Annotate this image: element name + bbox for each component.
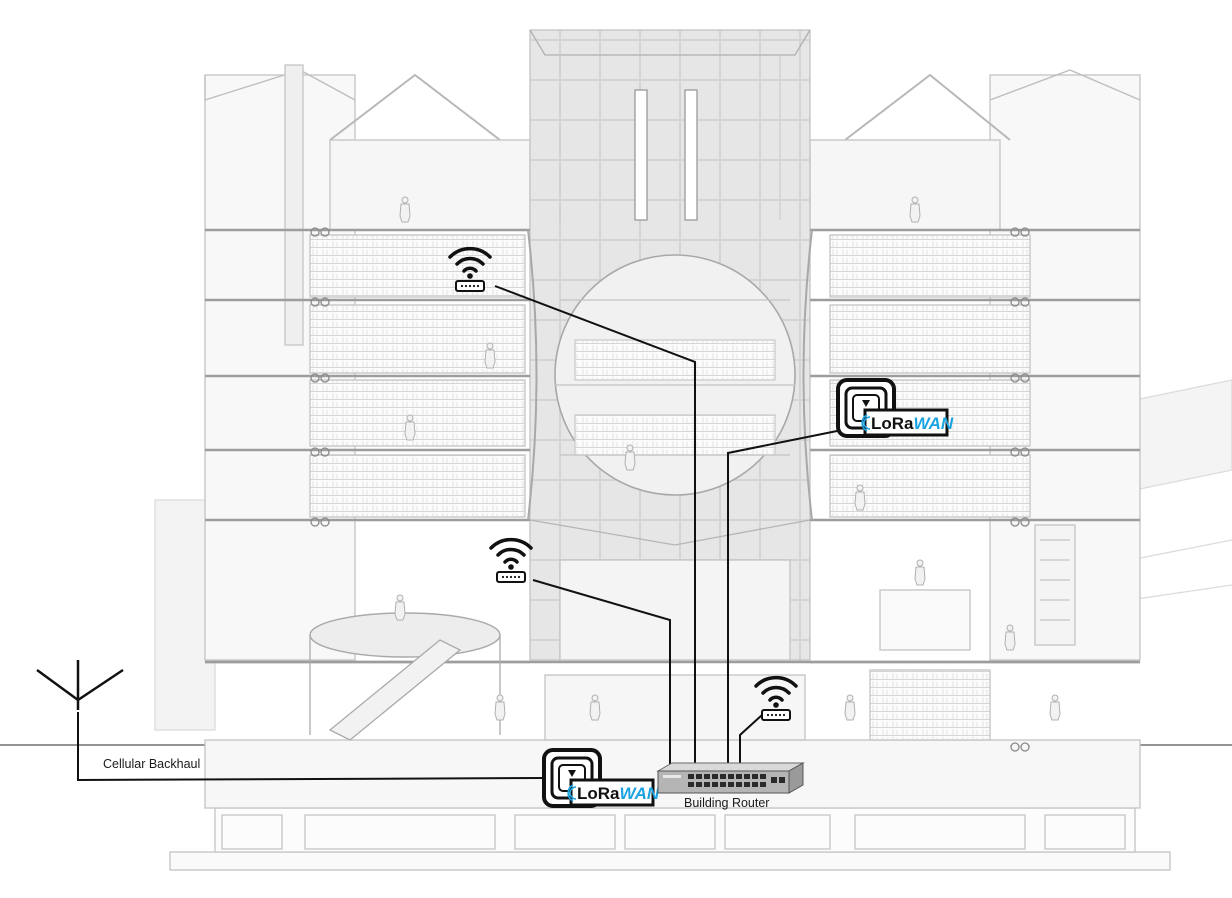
- network-switch-icon[interactable]: [656, 762, 805, 794]
- link-cellular-backhaul: [77, 712, 546, 782]
- link-wifi-mid-to-router: [532, 579, 671, 768]
- wifi-router-icon[interactable]: [489, 537, 533, 583]
- network-links: [77, 285, 843, 782]
- antenna-icon: [36, 660, 124, 710]
- lora-text: LoRa: [577, 784, 620, 803]
- left-floors: [205, 228, 530, 664]
- wan-text: WAN: [620, 784, 660, 803]
- wan-text: WAN: [914, 414, 954, 433]
- link-wifi-right-to-router: [739, 714, 763, 768]
- lora-text: LoRa: [871, 414, 914, 433]
- svg-text:LoRaWAN: LoRaWAN: [577, 784, 660, 803]
- building-router-label: Building Router: [684, 796, 769, 810]
- wifi-router-icon[interactable]: [448, 246, 492, 292]
- building-section-drawing: [0, 29, 1232, 871]
- link-wifi-top-to-router: [494, 285, 696, 768]
- lorawan-gateway-icon[interactable]: LoRaWAN: [836, 378, 954, 438]
- floor-rollers: [310, 227, 1030, 752]
- lorawan-gateway-icon[interactable]: LoRaWAN: [542, 748, 660, 808]
- foundation-bays: [221, 814, 1126, 850]
- svg-text:LoRaWAN: LoRaWAN: [871, 414, 954, 433]
- link-lorawan-right-to-router: [727, 429, 843, 768]
- wifi-router-icon[interactable]: [754, 675, 798, 721]
- cellular-backhaul-label: Cellular Backhaul: [103, 757, 200, 771]
